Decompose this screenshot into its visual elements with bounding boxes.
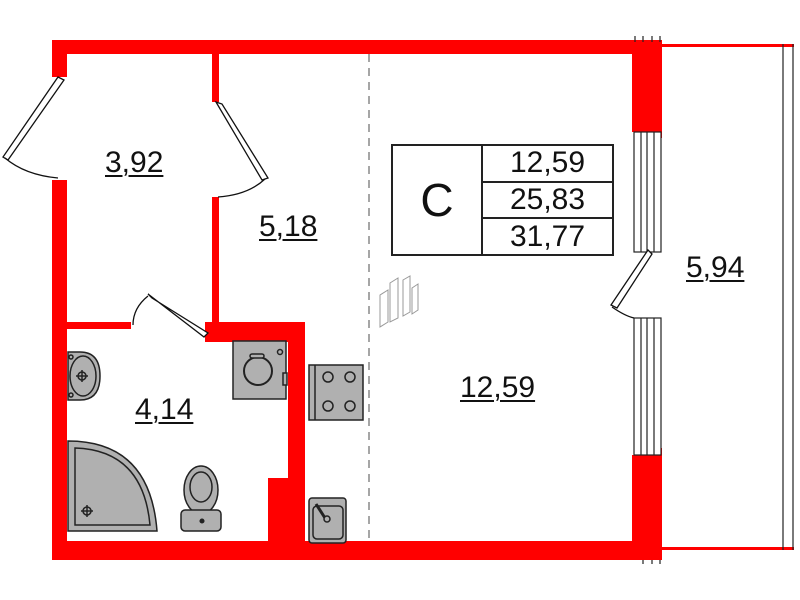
stove-icon bbox=[308, 364, 364, 421]
windows bbox=[633, 36, 662, 564]
toilet-icon bbox=[180, 465, 222, 532]
room-area-living-room: 12,59 bbox=[460, 371, 536, 404]
apartment-summary-legend: C 12,59 25,83 31,77 bbox=[391, 144, 614, 256]
washing-machine-icon bbox=[232, 340, 288, 400]
doors bbox=[2, 76, 653, 338]
room-area-hallway: 3,92 bbox=[105, 146, 164, 179]
walls bbox=[52, 40, 794, 560]
washbasin-icon bbox=[67, 351, 101, 401]
area-values: 12,59 25,83 31,77 bbox=[483, 146, 612, 254]
room-area-balcony: 5,94 bbox=[686, 251, 745, 284]
living-area-value: 12,59 bbox=[483, 146, 612, 183]
apartment-type-letter: C bbox=[393, 146, 483, 254]
shower-tray-icon bbox=[67, 440, 158, 532]
kitchen-sink-icon bbox=[308, 497, 347, 544]
balcony-railing bbox=[782, 44, 794, 550]
room-area-bathroom: 4,14 bbox=[135, 393, 194, 426]
total-area-value: 25,83 bbox=[483, 183, 612, 220]
total-area-with-balcony-value: 31,77 bbox=[509, 219, 586, 253]
room-area-kitchen-zone: 5,18 bbox=[259, 210, 318, 243]
wardrobe-icon bbox=[379, 275, 419, 328]
